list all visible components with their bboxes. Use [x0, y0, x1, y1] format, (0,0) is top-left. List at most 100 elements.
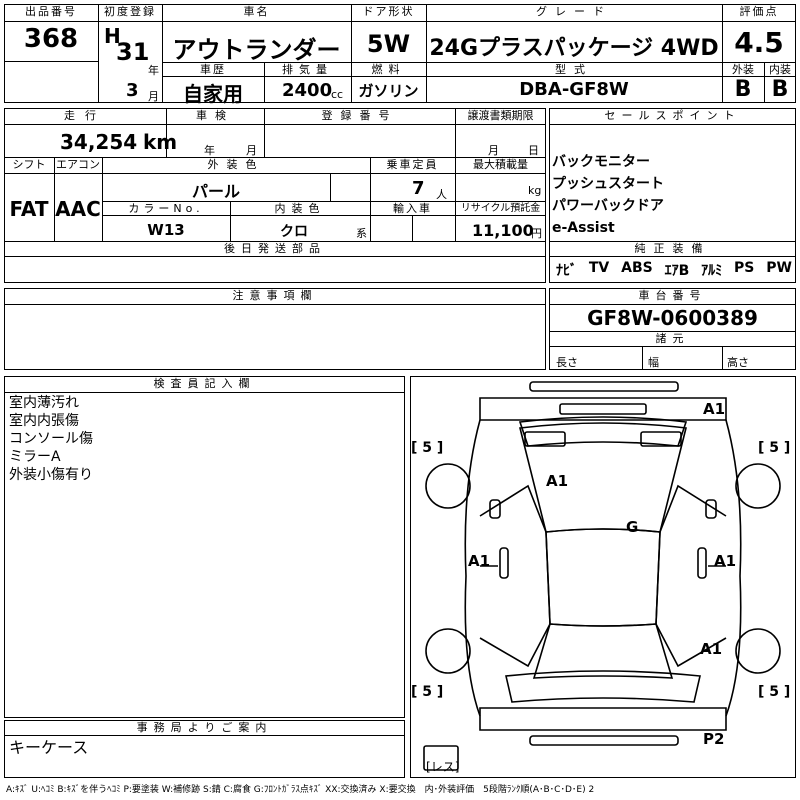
recycle: 11,100 [472, 221, 534, 240]
tailgate [505, 670, 701, 703]
interior-grade: B [771, 77, 789, 102]
displacement-label: 排気量 [282, 63, 333, 76]
mark-rear-right: A1 [700, 640, 723, 658]
month-unit: 月 [148, 90, 159, 103]
inspector-block [4, 376, 405, 718]
exterior-grade: B [734, 77, 752, 102]
color-label: 外装色 [207, 158, 265, 171]
score: 4.5 [734, 26, 784, 59]
rear-bumper [479, 707, 727, 731]
tire-rr: [ 5 ] [758, 684, 791, 700]
width-label: 幅 [648, 356, 659, 369]
recycle-label: リサイクル預託金 [460, 203, 541, 214]
tire-rl: [ 5 ] [411, 684, 444, 700]
caution-label: 注意事項欄 [232, 289, 318, 302]
sales-point-2: プッシュスタート [552, 176, 664, 192]
equipment-list: ﾅﾋﾞ TV ABS ｴｱB ｱﾙﾐ PS PW [556, 260, 792, 280]
reg-year: 31 [116, 38, 150, 66]
tire-fl: [ 5 ] [411, 440, 444, 456]
era: H [104, 24, 121, 48]
displacement-unit: cc [331, 88, 344, 101]
inspector-label: 検査員記入欄 [153, 377, 256, 390]
mark-hood: A1 [546, 472, 569, 490]
inspector-line-4: ミラーA [9, 449, 61, 465]
inspector-line-1: 室内薄汚れ [9, 395, 79, 411]
history: 自家用 [183, 82, 243, 106]
shift-label: シフト [12, 158, 46, 171]
insp-month-unit: 月 [246, 144, 257, 157]
transfer-label: 譲渡書類期限 [467, 109, 534, 122]
body-left [464, 419, 481, 717]
mark-right: A1 [714, 552, 737, 570]
colorno-label: カラーNo. [128, 202, 204, 215]
mark-rear: P2 [703, 730, 725, 748]
mirror-r [705, 499, 717, 519]
capacity-label: 乗車定員 [386, 158, 439, 171]
specs-label: 諸元 [655, 332, 690, 345]
capacity-unit: 人 [436, 188, 447, 201]
mirror-l [489, 499, 501, 519]
mark-front: A1 [703, 400, 726, 418]
header-block [4, 4, 796, 103]
first-reg-label: 初度登録 [104, 5, 156, 18]
colorno: W13 [147, 221, 185, 239]
shift: FAT [9, 197, 49, 221]
wheel-fl [425, 463, 471, 509]
rear-bar [529, 735, 679, 746]
sales-point-1: バックモニター [552, 154, 650, 170]
office-text: キーケース [9, 738, 89, 757]
tire-fr: [ 5 ] [758, 440, 791, 456]
later-label: 後日発送部品 [224, 242, 326, 255]
sales-block [549, 108, 796, 283]
car-diagram-svg [423, 381, 781, 771]
mark-windshield: G [626, 518, 639, 536]
office-label: 事務局よりご案内 [136, 721, 273, 734]
door-type: 5W [366, 30, 411, 58]
interior-label: 内装 [769, 63, 791, 76]
office-block [4, 720, 405, 778]
maxload-label: 最大積載量 [473, 158, 528, 171]
intcolor-label: 内装色 [274, 202, 326, 215]
regno-label: 登録番号 [321, 109, 398, 122]
lot-number: 368 [23, 24, 79, 54]
intcolor: クロ [280, 224, 308, 240]
lot-label: 出品番号 [25, 5, 77, 18]
spare-tire [423, 745, 459, 771]
sales-point-3: パワーバックドア [552, 198, 664, 214]
diagram-block [410, 376, 796, 778]
spare-tire-label: [レス] [426, 760, 460, 774]
equip-ps: PS [734, 260, 755, 276]
score-label: 評価点 [739, 5, 779, 18]
ac-label: エアコン [56, 158, 100, 171]
transfer-day-unit: 日 [528, 144, 539, 157]
capacity: 7 [412, 178, 425, 199]
height-label: 高さ [727, 356, 749, 369]
displacement: 2400 [282, 80, 333, 101]
grille [559, 403, 647, 415]
grade: 24Gプラスパッケージ 4WD [429, 36, 719, 61]
wheel-rr [735, 628, 781, 674]
equip-navi: ﾅﾋﾞ [556, 263, 577, 279]
insp-year-unit: 年 [204, 144, 215, 157]
model: DBA-GF8W [519, 79, 629, 100]
door-label: ドア形状 [362, 5, 415, 18]
import-label: 輸入車 [393, 202, 432, 215]
chassis-number: GF8W-0600389 [587, 306, 758, 330]
grade-label: グレード [536, 5, 612, 18]
fuel-label: 燃料 [371, 63, 406, 76]
color: パール [191, 182, 240, 201]
legend: A:ｷｽﾞ U:ﾍｺﾐ B:ｷｽﾞを伴うﾍｺﾐ P:要塗装 W:補修跡 S:錆 … [6, 785, 595, 795]
equip-airbag: ｴｱB [664, 263, 690, 279]
equip-abs: ABS [621, 260, 653, 276]
windshield [519, 422, 687, 533]
sales-label: セールスポイント [604, 109, 741, 122]
history-label: 車歴 [200, 63, 226, 76]
equip-pw: PW [766, 260, 792, 276]
chassis-block [549, 288, 796, 370]
transfer-month-unit: 月 [488, 144, 499, 157]
inspection-label: 車検 [196, 109, 234, 122]
rear-window [532, 623, 674, 679]
intcolor-unit: 系 [356, 227, 367, 240]
ac: AAC [55, 197, 101, 221]
wheel-fr [735, 463, 781, 509]
